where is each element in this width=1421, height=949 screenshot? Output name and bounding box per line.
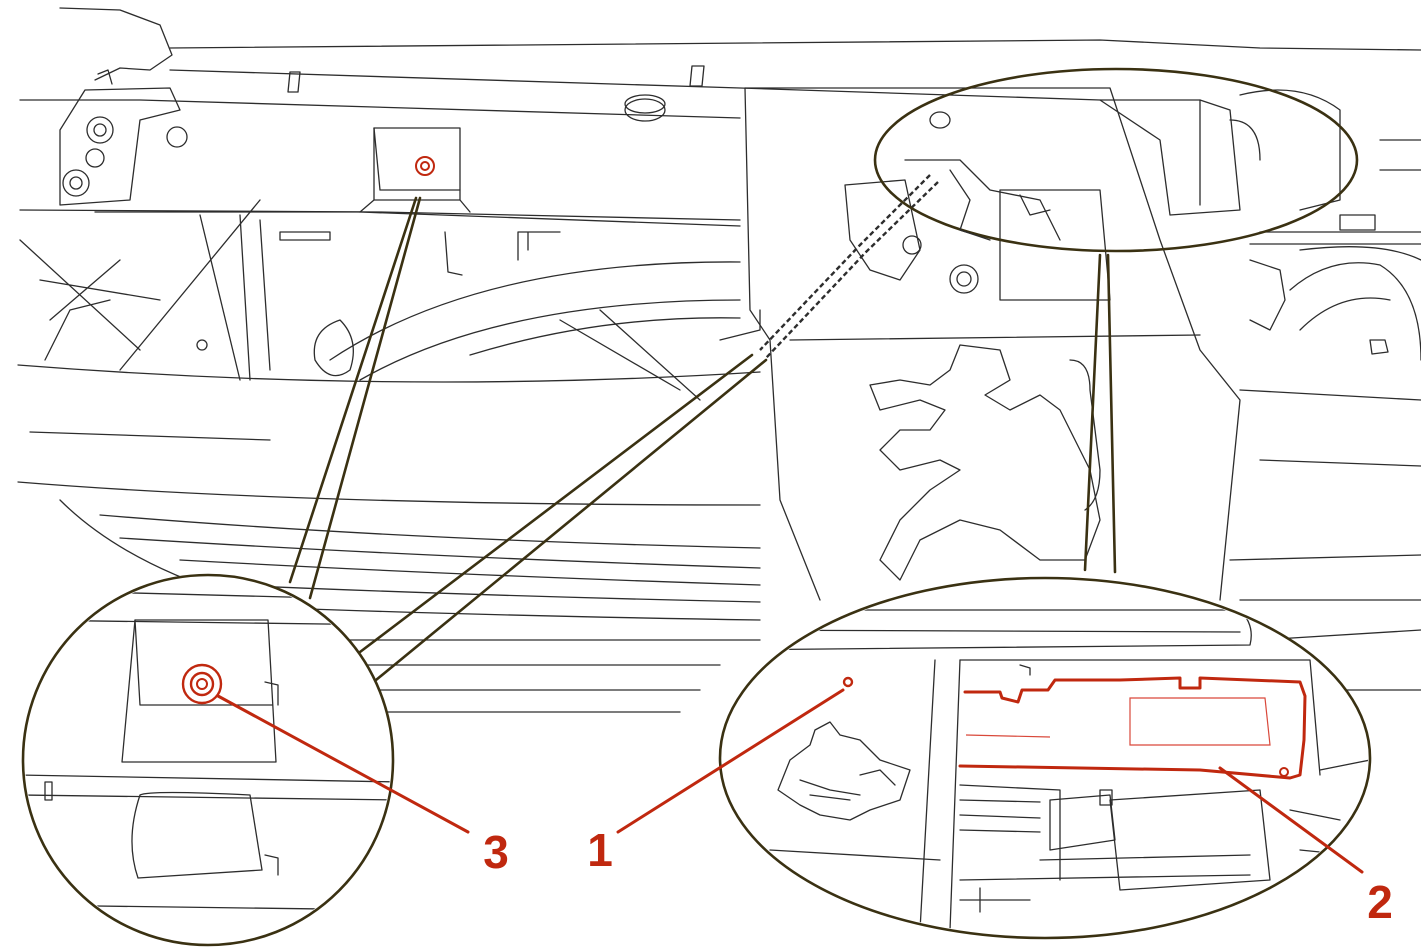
- latch-detail-oval: [873, 67, 1359, 253]
- zoom-circle-left: [21, 573, 395, 947]
- front-end-linework: [17, 7, 1421, 713]
- label-leaders: [216, 688, 1364, 874]
- callout-label-2: 2: [1367, 876, 1393, 928]
- callout-label-3: 3: [483, 826, 509, 878]
- leader-2: [1218, 766, 1364, 874]
- leader-1: [616, 688, 845, 834]
- callout-label-1: 1: [587, 824, 613, 876]
- release-cable: [759, 174, 939, 359]
- zoom-circle-right: [718, 576, 1372, 940]
- leader-3: [216, 694, 470, 834]
- bolt-3-small: [415, 156, 435, 176]
- zoom-leader-lines: [288, 196, 1117, 682]
